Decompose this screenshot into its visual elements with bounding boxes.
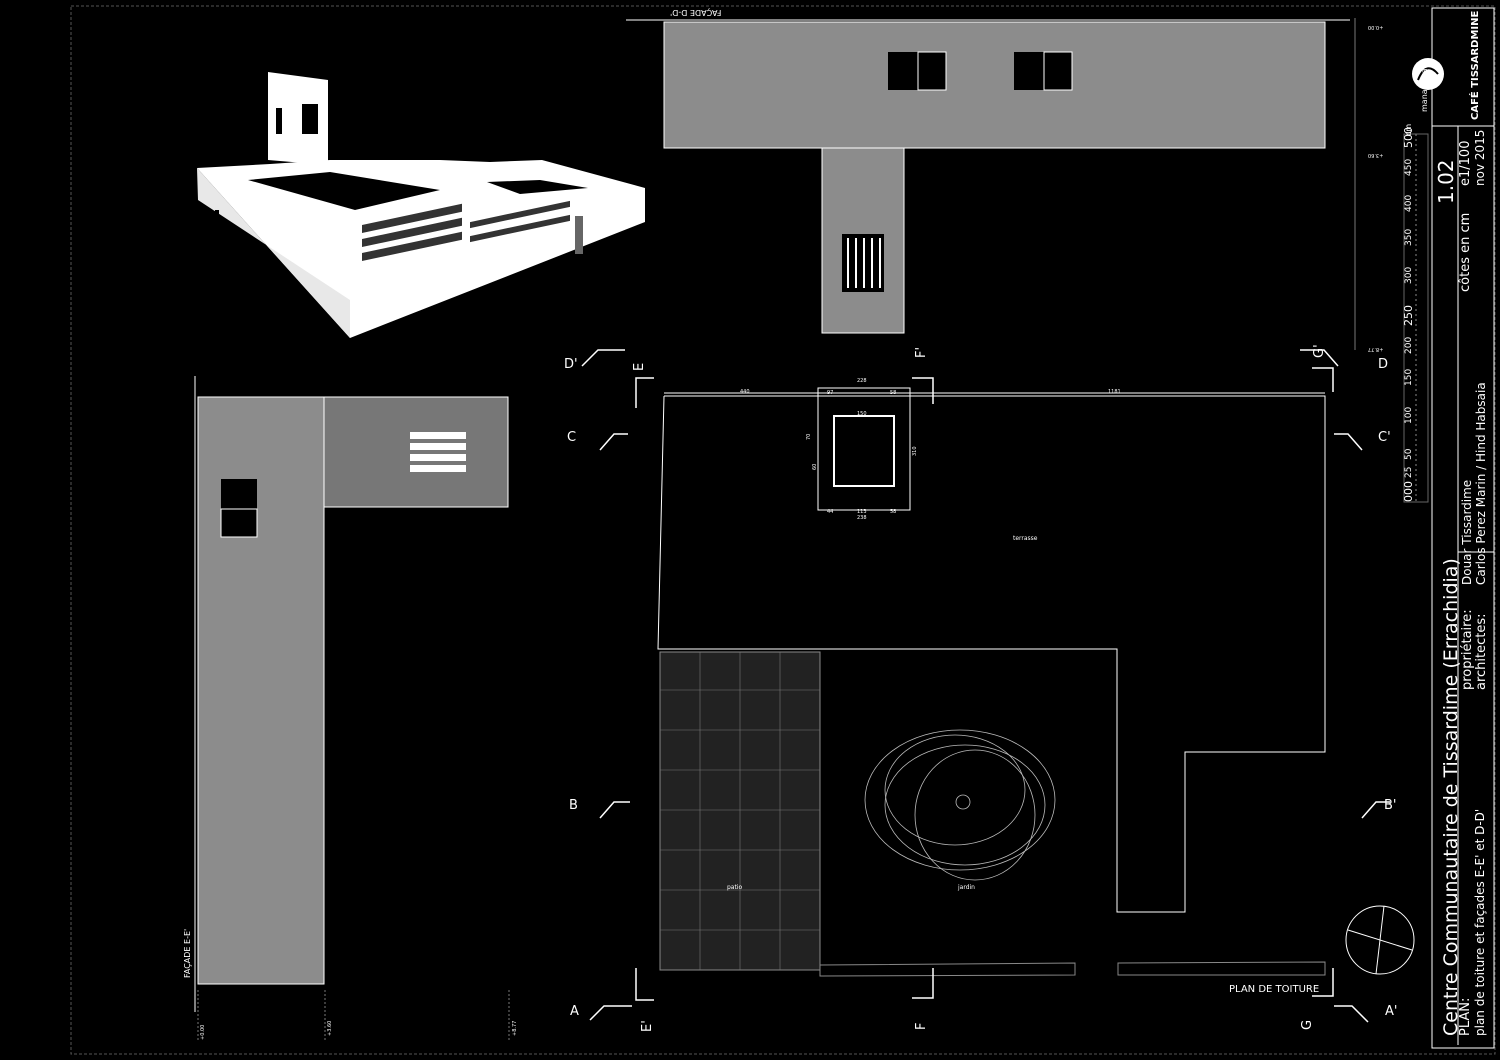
section-mark: B'	[1384, 798, 1397, 813]
scale-tick: 25	[1404, 466, 1414, 478]
dimension-label: 70	[806, 433, 812, 440]
dimension-label: 60	[812, 463, 818, 470]
scale-tick: 000	[1402, 481, 1415, 502]
north-arrow-icon	[1345, 905, 1415, 975]
facade-ee-label: FAÇADE E-E'	[183, 928, 192, 978]
elevation-label: +3.60	[1368, 152, 1384, 158]
scale-tick: 100	[1404, 406, 1414, 424]
date: nov 2015	[1473, 129, 1487, 186]
axonometric-view	[197, 72, 645, 338]
terrasse-label: terrasse	[1013, 535, 1038, 542]
dimension-label: 113	[857, 509, 867, 515]
title-strip	[1431, 7, 1495, 1049]
patio-label: patio	[727, 884, 743, 891]
section-mark: E	[632, 362, 647, 371]
sheet-border	[70, 5, 1496, 1055]
elevation-label: +8.77	[512, 1020, 518, 1036]
elevation-label: +8.77	[1368, 346, 1384, 352]
facade-dd-label: FAÇADE D-D'	[670, 8, 722, 17]
plan-label: PLAN:	[1458, 997, 1473, 1036]
owner-value: Douar Tissardime	[1460, 479, 1474, 585]
logo-icon	[1412, 58, 1444, 90]
elevation-label: +0.00	[200, 1024, 206, 1040]
architects-label: architectes:	[1474, 613, 1489, 690]
section-mark: G'	[1312, 344, 1327, 358]
facade-ee	[194, 376, 510, 1040]
sheet-number: 1.02	[1434, 159, 1458, 204]
dimension-label: 238	[857, 515, 867, 521]
roof-plan-label: PLAN DE TOITURE	[1229, 984, 1320, 995]
section-mark: D	[1378, 357, 1389, 372]
scale-tick: 400	[1404, 194, 1414, 212]
units-note: côtes en cm	[1458, 212, 1473, 292]
section-mark: C	[567, 430, 577, 445]
garden-trees	[864, 729, 1056, 881]
architects-value: Carlos Perez Marin / Hind Habsaia	[1474, 382, 1488, 585]
scale-tick: 350	[1404, 228, 1414, 246]
dimension-label: 1181	[1108, 389, 1121, 395]
facade-dd	[626, 18, 1356, 350]
scale-tick: 50	[1404, 448, 1414, 460]
dimension-label: 310	[912, 446, 918, 456]
dimension-label: 228	[857, 378, 867, 384]
section-mark: G	[1300, 1019, 1315, 1030]
section-mark: B	[569, 798, 578, 813]
section-mark: C'	[1378, 430, 1391, 445]
section-mark: A	[570, 1004, 579, 1019]
project-title: Centre Communautaire de Tissardime (Erra…	[1440, 558, 1462, 1036]
logo-subtext: manad draa	[1420, 63, 1429, 112]
roof-plan	[657, 387, 1326, 977]
dimension-label: 58	[890, 509, 897, 515]
dimension-label: 44	[827, 509, 834, 515]
dimension-label: 440	[740, 389, 750, 395]
section-mark: F'	[914, 346, 929, 358]
dimension-label: 97	[827, 390, 834, 396]
section-arrows	[581, 349, 1390, 1023]
elevation-label: +3.60	[327, 1020, 333, 1036]
scale-tick: 150	[1404, 368, 1414, 386]
scale-tick: 300	[1404, 266, 1414, 284]
section-mark: D'	[564, 357, 578, 372]
logo-text: CAFÉ TISSARDMINE	[1470, 10, 1481, 120]
scale-tick: 200	[1404, 336, 1414, 354]
section-mark: E'	[640, 1020, 655, 1032]
scale-tick: 450	[1404, 158, 1414, 176]
elevation-label: +0.00	[1368, 24, 1384, 30]
plan-description: plan de toiture et façades E-E' et D-D'	[1473, 808, 1487, 1036]
scale-bar	[1403, 133, 1429, 503]
dimension-label: 58	[890, 390, 897, 396]
scale-tick: 250	[1402, 305, 1415, 326]
section-mark: A'	[1385, 1004, 1398, 1019]
jardin-label: jardin	[958, 884, 975, 891]
owner-label: propriétaire:	[1460, 609, 1475, 690]
scale-unit: cm	[1404, 123, 1413, 136]
scale: e1/100	[1458, 140, 1473, 186]
section-mark: F	[914, 1022, 929, 1030]
dimension-label: 150	[857, 411, 867, 417]
